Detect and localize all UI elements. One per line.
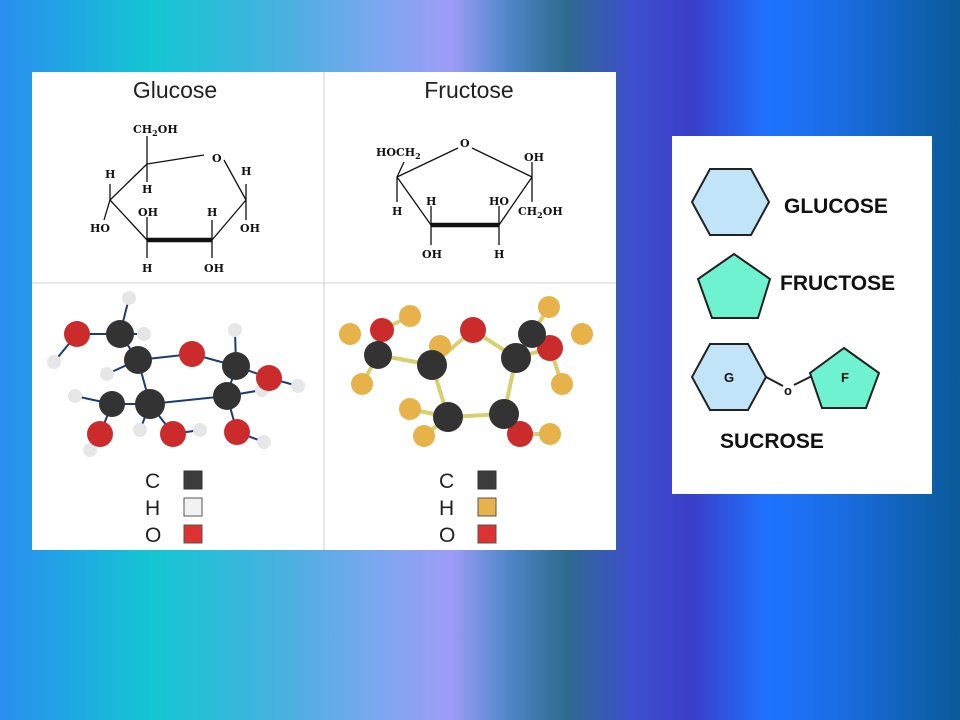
glycosidic-bond-line-right bbox=[793, 375, 813, 386]
glycosidic-bond-line-left bbox=[765, 376, 784, 387]
fructose-key-label: FRUCTOSE bbox=[780, 272, 895, 295]
sucrose-composition-figure: GLUCOSE FRUCTOSE G o F SUCROSE bbox=[690, 168, 895, 453]
legend-glucose-o-swatch bbox=[183, 524, 203, 544]
fructose-title: Fructose bbox=[424, 77, 513, 103]
glucose-atom-legend: C H O bbox=[145, 470, 203, 547]
fructose-pentagon-shape bbox=[696, 252, 772, 319]
legend-fructose-h-swatch bbox=[477, 497, 497, 517]
fructose-oh-label: OH bbox=[422, 248, 442, 261]
glucose-h-label-5: H bbox=[142, 262, 152, 275]
sucrose-composition-panel: GLUCOSE FRUCTOSE G o F SUCROSE bbox=[672, 136, 932, 494]
glucose-title: Glucose bbox=[133, 77, 217, 103]
fructose-atom-legend: C H O bbox=[439, 470, 497, 547]
sucrose-key-label: SUCROSE bbox=[720, 430, 824, 453]
glucose-haworth-structure: CH2OH O H H H HO OH H OH H OH bbox=[90, 123, 260, 275]
glucose-hexagon-shape bbox=[690, 168, 771, 236]
fructose-ho-label: HO bbox=[489, 195, 509, 208]
legend-glucose-o-label: O bbox=[145, 524, 161, 547]
sucrose-f-letter: F bbox=[841, 370, 849, 385]
legend-fructose-o-label: O bbox=[439, 524, 455, 547]
glucose-oh-label-2: OH bbox=[240, 222, 260, 235]
legend-glucose-h-label: H bbox=[145, 497, 160, 520]
glucose-h-label-4: H bbox=[207, 206, 217, 219]
glucose-ch2oh-label: CH2OH bbox=[133, 123, 178, 138]
sugar-structures-panel: Glucose Fructose CH2OH O H H H HO OH H O… bbox=[32, 72, 616, 550]
glucose-oh-label-1: OH bbox=[138, 206, 158, 219]
sucrose-fructose-pentagon bbox=[808, 346, 881, 409]
glucose-ho-label: HO bbox=[90, 222, 110, 235]
glucose-h-label-3: H bbox=[241, 165, 251, 178]
glucose-h-label-1: H bbox=[105, 168, 115, 181]
glucose-oh-label-3: OH bbox=[204, 262, 224, 275]
fructose-h-label-3: H bbox=[494, 248, 504, 261]
fructose-oh-top-label: OH bbox=[524, 151, 544, 164]
glucose-ball-stick-model bbox=[47, 291, 305, 457]
fructose-ch2oh-label: CH2OH bbox=[518, 205, 563, 220]
legend-glucose-c-label: C bbox=[145, 470, 160, 493]
fructose-ring-oxygen: O bbox=[460, 137, 470, 150]
legend-glucose-c-swatch bbox=[183, 470, 203, 490]
glucose-h-label-2: H bbox=[142, 183, 152, 196]
legend-fructose-c-label: C bbox=[439, 470, 454, 493]
sugar-structures-figure: Glucose Fructose CH2OH O H H H HO OH H O… bbox=[32, 72, 616, 550]
fructose-haworth-structure: HOCH2 O OH H H HO CH2OH OH H bbox=[376, 137, 563, 261]
legend-fructose-o-swatch bbox=[477, 524, 497, 544]
glucose-ring-oxygen: O bbox=[212, 152, 222, 165]
legend-fructose-c-swatch bbox=[477, 470, 497, 490]
glycosidic-oxygen-letter: o bbox=[784, 383, 792, 398]
legend-glucose-h-swatch bbox=[183, 497, 203, 517]
sucrose-glucose-hexagon bbox=[690, 343, 768, 411]
fructose-h-label-2: H bbox=[426, 195, 436, 208]
sucrose-g-letter: G bbox=[724, 370, 734, 385]
legend-fructose-h-label: H bbox=[439, 497, 454, 520]
fructose-hoch2-label: HOCH2 bbox=[376, 146, 421, 161]
glucose-key-label: GLUCOSE bbox=[784, 195, 888, 218]
fructose-h-label-1: H bbox=[392, 205, 402, 218]
fructose-ball-stick-model bbox=[339, 296, 593, 447]
